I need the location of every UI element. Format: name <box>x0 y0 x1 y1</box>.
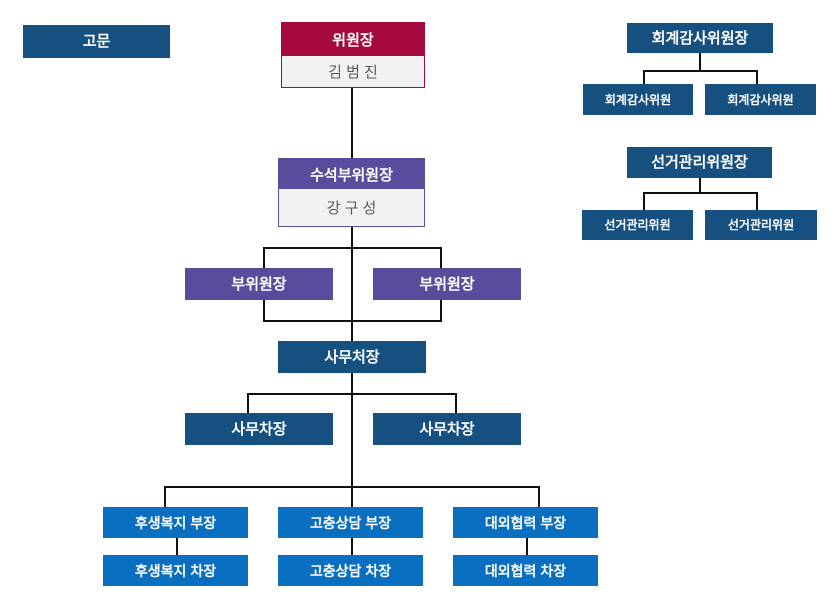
chairman-box: 위원장 김 범 진 <box>281 22 425 88</box>
chairman-name: 김 범 진 <box>282 56 424 87</box>
connector-election-head <box>699 178 701 192</box>
connector-audit-head <box>699 53 701 70</box>
connector-election-member-1 <box>643 192 645 210</box>
secretary-general-box: 사무처장 <box>278 341 426 373</box>
advisor-box: 고문 <box>23 25 170 58</box>
department-deputy-box: 고충상담 차장 <box>278 555 423 586</box>
connector-chairman-to-senior <box>351 88 353 158</box>
audit-committee-head-box: 회계감사위원장 <box>627 23 773 53</box>
connector-vice-loop-bottom <box>263 320 442 322</box>
connector-department-1 <box>164 486 166 507</box>
connector-vice-loop-top <box>263 247 442 249</box>
election-committee-member-box: 선거관리위원 <box>705 210 817 240</box>
connector-deputy-secretary-2 <box>455 393 457 413</box>
connector-manager-deputy-1 <box>176 538 178 555</box>
senior-vice-chairman-box: 수석부위원장 강 구 성 <box>278 158 425 227</box>
vice-chairman-box: 부위원장 <box>373 268 521 300</box>
connector-audit-h <box>643 70 758 72</box>
connector-manager-deputy-2 <box>351 538 353 555</box>
connector-election-member-2 <box>756 192 758 210</box>
connector-department-3 <box>538 486 540 507</box>
department-manager-box: 고충상담 부장 <box>278 507 423 538</box>
connector-election-h <box>643 192 758 194</box>
audit-committee-member-box: 회계감사위원 <box>705 84 816 115</box>
election-committee-head-box: 선거관리위원장 <box>627 147 772 178</box>
connector-deputy-secretaries-h <box>247 393 457 395</box>
vice-chairman-box: 부위원장 <box>185 268 333 300</box>
department-deputy-box: 대외협력 차장 <box>453 555 598 586</box>
connector-deputy-secretary-1 <box>247 393 249 413</box>
department-manager-box: 대외협력 부장 <box>453 507 598 538</box>
senior-vice-chairman-name: 강 구 성 <box>279 189 424 226</box>
deputy-secretary-box: 사무차장 <box>185 413 333 445</box>
audit-committee-member-box: 회계감사위원 <box>583 84 693 115</box>
election-committee-member-box: 선거관리위원 <box>582 210 693 240</box>
deputy-secretary-box: 사무차장 <box>373 413 521 445</box>
senior-vice-chairman-title: 수석부위원장 <box>279 159 424 189</box>
connector-senior-to-secgen <box>351 227 353 341</box>
department-manager-box: 후생복지 부장 <box>103 507 248 538</box>
department-deputy-box: 후생복지 차장 <box>103 555 248 586</box>
connector-manager-deputy-3 <box>526 538 528 555</box>
connector-audit-member-1 <box>643 70 645 84</box>
connector-departments-h <box>164 486 540 488</box>
connector-audit-member-2 <box>756 70 758 84</box>
chairman-title: 위원장 <box>282 23 424 56</box>
connector-secgen-to-departments <box>351 373 353 507</box>
